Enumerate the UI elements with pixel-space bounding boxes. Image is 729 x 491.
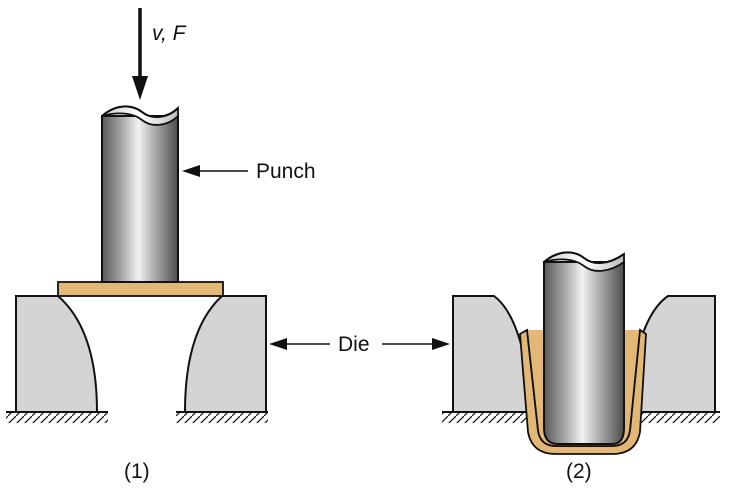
die-leaders: [269, 338, 450, 350]
die-label: Die: [338, 333, 370, 356]
sheet-blank: [57, 281, 224, 297]
die-left-2: [452, 295, 534, 413]
ground-right-1: [176, 411, 268, 423]
punch-1: [101, 105, 179, 283]
stage-1-label: (1): [124, 460, 150, 483]
punch-2: [543, 251, 625, 445]
stage-2-label: (2): [566, 460, 592, 483]
velocity-force-label: v, F: [152, 22, 187, 45]
ground-left-1: [6, 411, 108, 423]
die-right-1: [183, 295, 267, 413]
punch-label: Punch: [256, 160, 316, 183]
force-arrow: [132, 8, 148, 100]
die-left-1: [15, 295, 99, 413]
ground-left-2: [442, 411, 530, 423]
stage-1: v, F Punch (1): [6, 8, 316, 483]
punch-leader: [182, 165, 248, 177]
stage-2: (2): [442, 251, 720, 483]
ground-right-2: [632, 411, 720, 423]
